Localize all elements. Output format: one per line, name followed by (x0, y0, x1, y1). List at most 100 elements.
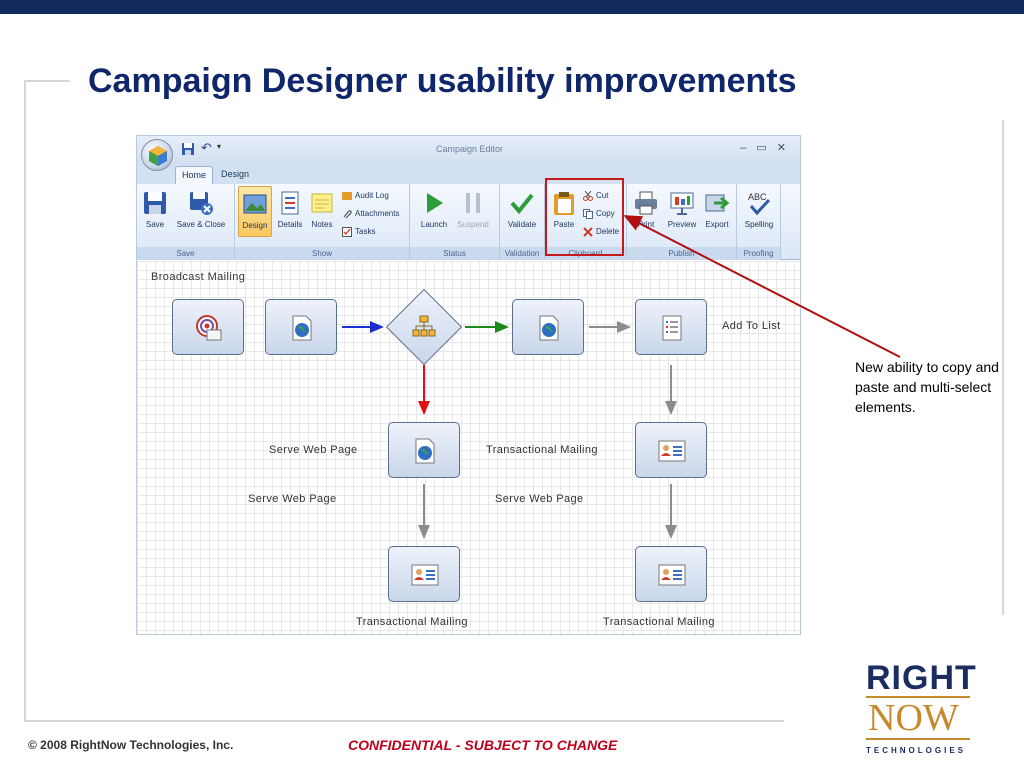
slide-frame-bottom (24, 720, 784, 722)
transactional-mailing-node-1[interactable] (635, 422, 707, 478)
slide-frame-left (24, 80, 26, 722)
office-orb-button[interactable] (141, 139, 173, 171)
export-button[interactable]: Export (700, 190, 734, 229)
decision-tree-icon (412, 315, 436, 337)
footer-confidential: CONFIDENTIAL - SUBJECT TO CHANGE (348, 737, 618, 753)
notes-icon (311, 193, 333, 213)
footer-copyright: © 2008 RightNow Technologies, Inc. (28, 738, 234, 752)
slide-frame-top (24, 80, 70, 82)
quick-save-icon[interactable] (181, 142, 195, 156)
launch-button[interactable]: Launch (417, 190, 451, 229)
transactional-mailing-node-3[interactable] (635, 546, 707, 602)
logo-right-text: RIGHT (866, 659, 977, 697)
ribbon: Save Save & Close Save Design Details No… (137, 184, 800, 260)
slide-frame-right (1002, 120, 1004, 615)
label-serve-web-page-2: Serve Web Page (495, 493, 584, 505)
label-transactional-mailing-1: Transactional Mailing (486, 444, 598, 456)
ribbon-tab-row: Home Design (137, 164, 800, 184)
play-icon (427, 193, 443, 213)
add-to-list-node[interactable] (635, 299, 707, 355)
transactional-mailing-node-2[interactable] (388, 546, 460, 602)
spell-check-icon: ABC (748, 192, 771, 216)
top-banner (0, 0, 1024, 14)
tab-home[interactable]: Home (175, 166, 214, 184)
ribbon-group-validation: Validate Validation (500, 184, 545, 260)
save-button[interactable]: Save (138, 190, 172, 229)
audit-log-button[interactable]: Audit Log (342, 189, 389, 203)
window-title: Campaign Editor (435, 144, 504, 154)
group-label-publish: Publish (627, 247, 736, 260)
contact-card-icon (411, 564, 439, 586)
serve-web-page-node-1[interactable] (265, 299, 337, 355)
validate-button[interactable]: Validate (505, 190, 539, 229)
contact-card-icon (658, 440, 686, 462)
window-controls: –▭✕ (740, 141, 796, 154)
flow-connectors (342, 321, 677, 539)
details-button[interactable]: Details (273, 190, 307, 229)
details-icon (281, 191, 299, 215)
attachments-button[interactable]: Attachments (342, 207, 399, 221)
logo-technologies-text: TECHNOLOGIES (866, 746, 967, 755)
delete-x-icon (583, 227, 593, 237)
tab-design[interactable]: Design (221, 169, 250, 179)
window-titlebar: ↶ ▾ Campaign Editor –▭✕ (137, 136, 800, 164)
delete-button[interactable]: Delete (583, 225, 619, 239)
paperclip-icon (343, 210, 352, 219)
save-icon (144, 192, 166, 214)
tasks-button[interactable]: Tasks (342, 225, 375, 239)
design-view-button[interactable]: Design (238, 186, 272, 237)
serve-web-page-node-2[interactable] (512, 299, 584, 355)
paste-icon (554, 192, 574, 215)
broadcast-mailing-node[interactable] (172, 299, 244, 355)
spelling-button[interactable]: ABC Spelling (744, 192, 774, 229)
ribbon-group-status: Launch Suspend Status (410, 184, 500, 260)
list-document-icon (662, 315, 682, 341)
maximize-button[interactable]: ▭ (756, 142, 777, 154)
qat-dropdown-icon[interactable]: ▾ (217, 142, 222, 151)
serve-web-page-node-3[interactable] (388, 422, 460, 478)
label-transactional-mailing-3: Transactional Mailing (603, 616, 715, 628)
ribbon-group-proofing: ABC Spelling Proofing (737, 184, 781, 260)
web-page-globe-icon (415, 438, 435, 464)
copy-button[interactable]: Copy (583, 207, 615, 221)
rightnow-logo: RIGHT NOW TECHNOLOGIES (866, 659, 977, 755)
group-label-clipboard: Clipboard (545, 247, 626, 260)
label-transactional-mailing-2: Transactional Mailing (356, 616, 468, 628)
logo-now-text: NOW (866, 696, 970, 740)
preview-icon (670, 192, 694, 215)
suspend-button[interactable]: Suspend (456, 190, 490, 229)
canvas-title: Broadcast Mailing (151, 271, 246, 283)
pause-icon (466, 193, 480, 213)
web-page-globe-icon (539, 315, 559, 341)
print-button[interactable]: Print (629, 190, 663, 229)
save-close-icon (190, 192, 213, 215)
web-page-globe-icon (292, 315, 312, 341)
preview-button[interactable]: Preview (665, 190, 699, 229)
label-add-to-list: Add To List (722, 320, 781, 332)
close-button[interactable]: ✕ (776, 142, 796, 154)
notes-button[interactable]: Notes (305, 190, 339, 229)
group-label-status: Status (410, 247, 499, 260)
contact-card-icon (658, 564, 686, 586)
undo-icon[interactable]: ↶ (201, 140, 212, 155)
group-label-save: Save (137, 247, 234, 260)
paste-button[interactable]: Paste (547, 190, 581, 229)
clipboard-highlight-box (545, 178, 624, 256)
label-serve-web-page-1: Serve Web Page (248, 493, 337, 505)
campaign-canvas[interactable]: Broadcast Mailing Serve Web Page Serve W… (137, 261, 800, 634)
save-close-button[interactable]: Save & Close (173, 190, 229, 229)
svg-text:ABC: ABC (748, 192, 767, 202)
annotation-text: New ability to copy and paste and multi-… (855, 359, 999, 415)
group-label-validation: Validation (500, 247, 544, 260)
app-logo-icon (149, 146, 167, 166)
checkmark-icon (510, 193, 534, 215)
minimize-button[interactable]: – (740, 142, 757, 154)
group-label-proofing: Proofing (737, 247, 780, 260)
printer-icon (635, 191, 657, 215)
copy-icon (583, 208, 593, 219)
ribbon-group-save: Save Save & Close Save (137, 184, 235, 260)
cut-button[interactable]: Cut (583, 189, 608, 203)
audit-log-icon (342, 191, 352, 200)
export-icon (705, 194, 730, 212)
label-serve-web-page-3: Serve Web Page (269, 444, 358, 456)
